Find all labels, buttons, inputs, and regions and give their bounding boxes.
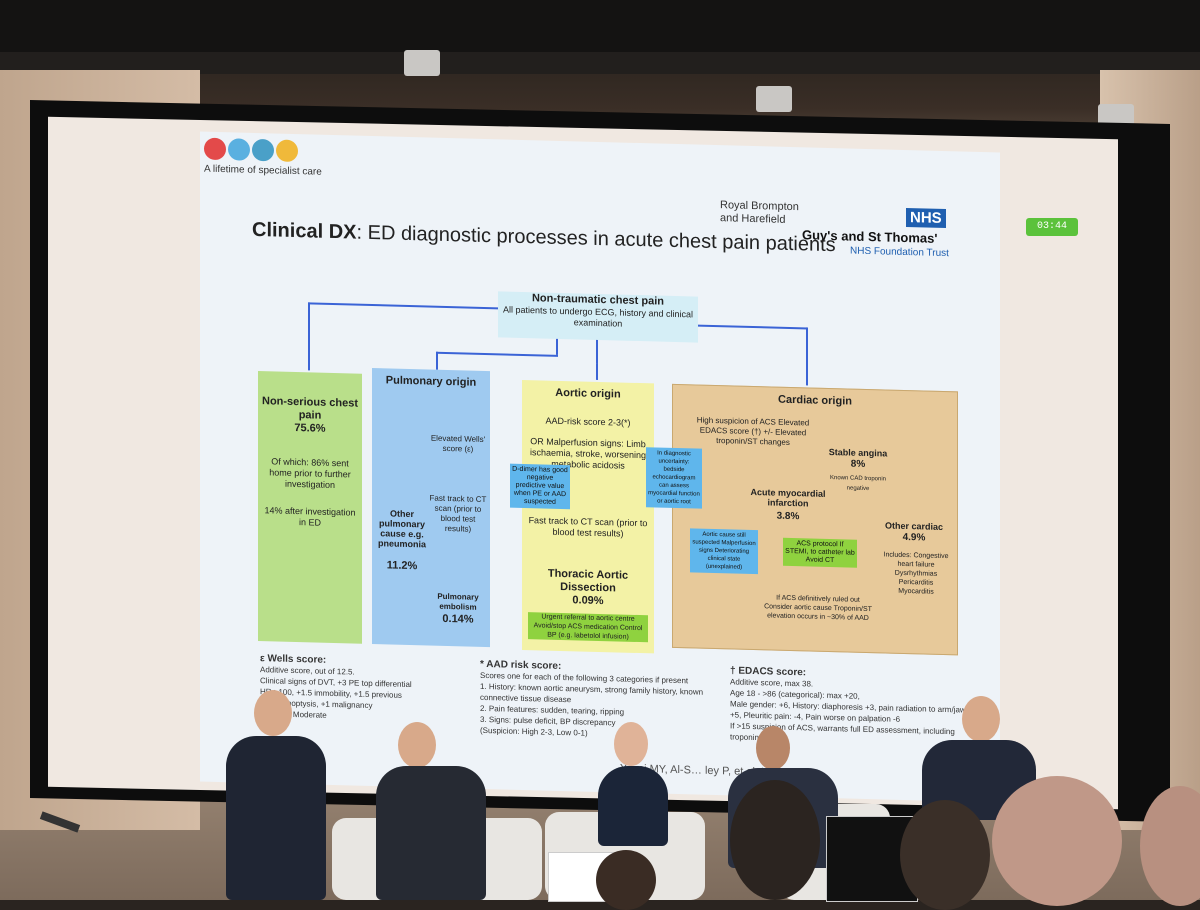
acute-mi: Acute myocardial infarction <box>750 486 826 509</box>
dissection-heading: Thoracic Aortic Dissection <box>547 567 629 595</box>
acs-protocol-box: ACS protocol If STEMI, to catheter lab A… <box>783 537 857 568</box>
heart-icon <box>204 137 226 161</box>
echo-note: In diagnostic uncertainty: bedside echoc… <box>646 447 702 509</box>
pulmonary-embolism: Pulmonary embolism <box>437 591 479 612</box>
panelist-head <box>962 696 1000 742</box>
acute-mi-pct: 3.8% <box>776 510 800 523</box>
pulmonary-column: Pulmonary origin Elevated Wells' score (… <box>372 368 490 648</box>
aortic-column: Aortic origin AAD-risk score 2-3(*) OR M… <box>522 379 654 654</box>
flow-arrow <box>556 338 558 355</box>
other-cardiac-pct: 4.9% <box>902 531 926 544</box>
stable-angina-note: Known CAD troponin negative <box>829 475 887 493</box>
non-serious-heading: Non-serious chest pain <box>262 395 358 422</box>
other-pulmonary: Other pulmonary cause e.g. pneumonia <box>377 508 426 550</box>
aad-score-note: * AAD risk score: Scores one for each of… <box>480 659 720 742</box>
chest-pain-text: All patients to undergo ECG, history and… <box>502 304 694 329</box>
flow-arrow <box>308 302 310 371</box>
pulmonary-embolism-pct: 0.14% <box>442 612 474 626</box>
high-suspicion-acs: High suspicion of ACS Elevated EDACS sco… <box>696 415 810 447</box>
panelist-head <box>398 722 436 768</box>
stable-angina: Stable angina <box>828 446 888 459</box>
non-serious-column: Non-serious chest pain 75.6% Of which: 8… <box>258 371 362 644</box>
presentation-timer: 03:44 <box>1026 218 1078 236</box>
aortic-fast-track: Fast track to CT scan (prior to blood te… <box>528 515 648 539</box>
other-cardiac: Other cardiac <box>884 520 944 532</box>
ceiling-light-icon <box>756 86 792 112</box>
aortic-heading: Aortic origin <box>555 386 621 401</box>
chest-pain-box: Non-traumatic chest pain All patients to… <box>498 291 698 343</box>
flow-arrow <box>698 324 808 330</box>
slide-title-bold: Clinical DX <box>252 218 357 244</box>
royal-brompton-logo: Royal Brompton and Harefield <box>720 199 799 226</box>
cardiac-heading: Cardiac origin <box>778 393 852 408</box>
panelist-head <box>614 722 648 766</box>
pulmonary-heading: Pulmonary origin <box>385 374 477 389</box>
audience-head <box>992 776 1122 906</box>
flow-arrow <box>308 302 498 310</box>
lungs-icon <box>228 138 250 161</box>
logo-caption: A lifetime of specialist care <box>204 163 322 178</box>
flow-arrow <box>806 327 808 386</box>
panelist-body <box>226 736 326 900</box>
non-serious-text2: 14% after investigation in ED <box>264 505 356 528</box>
audience-head <box>730 780 820 900</box>
other-cardiac-includes: Includes: Congestive heart failure Dysrh… <box>883 551 949 596</box>
ceiling-light-icon <box>404 50 440 76</box>
audience-head <box>1140 786 1200 906</box>
other-pulmonary-pct: 11.2% <box>386 559 418 573</box>
flow-arrow <box>596 339 598 364</box>
gst-subtitle: NHS Foundation Trust <box>850 245 949 260</box>
flow-arrow <box>436 351 558 357</box>
ddimer-note: D-dimer has good negative predictive val… <box>510 463 570 510</box>
panelist-body <box>376 766 486 900</box>
flow-arrow <box>596 363 598 380</box>
presentation-slide: A lifetime of specialist care Royal Brom… <box>200 131 1000 803</box>
audience-head <box>596 850 656 910</box>
aortic-still-note: Aortic cause still suspected Malperfusio… <box>690 528 758 575</box>
panelist-head <box>254 690 292 736</box>
panelist-head <box>756 726 790 770</box>
audience-head <box>900 800 990 910</box>
pulmonary-fast-track: Fast track to CT scan (prior to blood te… <box>429 493 487 534</box>
nhs-badge: NHS <box>906 208 946 229</box>
acs-ruled-out: If ACS definitively ruled out Consider a… <box>764 594 872 623</box>
cells-icon <box>252 138 274 162</box>
globe-icon <box>276 139 298 163</box>
ceiling-beam <box>0 52 1200 74</box>
dissection-pct: 0.09% <box>572 594 604 608</box>
cardiac-column: Cardiac origin High suspicion of ACS Ele… <box>672 383 958 656</box>
slide-title-rest: : ED diagnostic processes in acute chest… <box>356 221 836 257</box>
wells-score-text: Elevated Wells' score (ε) <box>430 433 486 454</box>
flow-arrow <box>436 351 438 370</box>
aad-score-text: AAD-risk score 2-3(*) <box>545 415 631 428</box>
aortic-referral-box: Urgent referral to aortic centre Avoid/s… <box>528 612 648 643</box>
organisation-logo <box>204 137 298 163</box>
panelist-body <box>598 766 668 846</box>
non-serious-text1: Of which: 86% sent home prior to further… <box>269 456 351 491</box>
stable-angina-pct: 8% <box>850 458 866 470</box>
non-serious-pct: 75.6% <box>294 421 326 435</box>
